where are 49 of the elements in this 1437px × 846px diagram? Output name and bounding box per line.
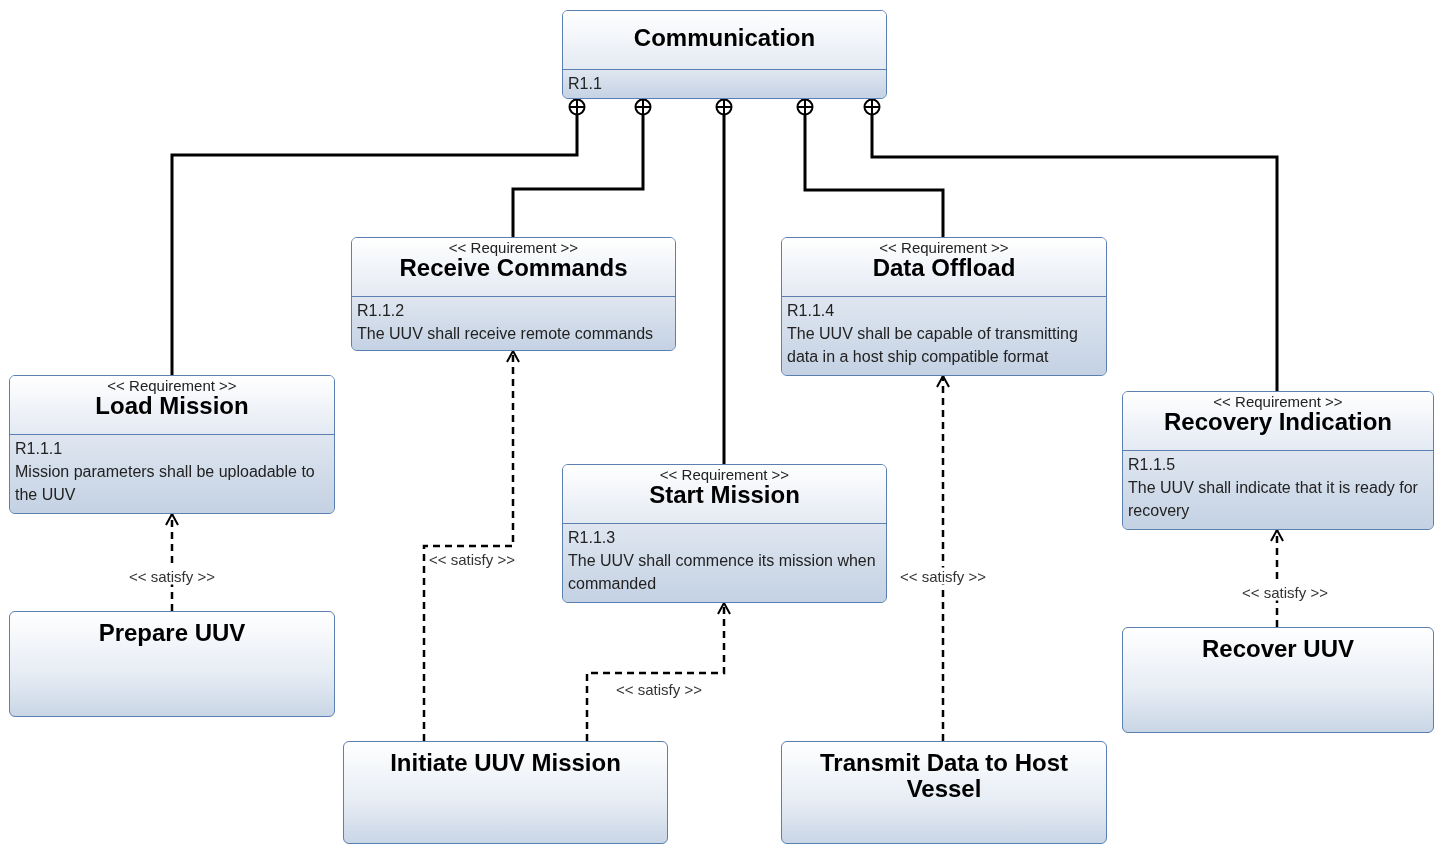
stereotype-label: << Requirement >> — [107, 378, 237, 393]
requirement-name: Receive Commands — [399, 255, 628, 281]
requirement-box — [562, 464, 887, 603]
requirement-name: Communication — [633, 25, 816, 51]
edge-label: << satisfy >> — [127, 567, 217, 585]
requirement-id: R1.1.4 — [787, 301, 836, 321]
activity-name: Transmit Data to Host Vessel — [818, 750, 1069, 802]
stereotype-label: << Requirement >> — [448, 240, 579, 255]
requirement-text: The UUV shall be capable of transmitting data in a host ship compatible format — [787, 324, 1079, 367]
requirement-box — [1122, 391, 1434, 530]
containment-line — [796, 98, 945, 237]
requirement-id: R1.1.5 — [1128, 455, 1177, 475]
dashed-arrow — [165, 513, 179, 611]
activity-box — [9, 611, 335, 717]
requirement-box — [9, 375, 335, 514]
requirement-id: R1.1.1 — [15, 439, 64, 459]
activity-name: Recover UUV — [1201, 636, 1355, 662]
requirement-id: R1.1.2 — [357, 301, 406, 321]
requirement-name: Data Offload — [872, 255, 1016, 281]
requirement-name: Recovery Indication — [1163, 409, 1393, 435]
edge-label: << satisfy >> — [898, 567, 988, 585]
requirement-text: The UUV shall receive remote commands — [357, 324, 655, 344]
requirement-name: Load Mission — [95, 393, 249, 419]
activity-name: Initiate UUV Mission — [390, 750, 621, 776]
containment-line — [863, 98, 1279, 391]
requirement-text: The UUV shall indicate that it is ready for recovery — [1128, 478, 1419, 521]
requirement-text: Mission parameters shall be uploadable to the UUV — [15, 462, 316, 505]
dashed-arrow — [422, 350, 520, 741]
activity-name: Prepare UUV — [98, 620, 246, 646]
activity-box — [1122, 627, 1434, 733]
requirement-box — [562, 10, 887, 99]
requirement-name: Start Mission — [649, 482, 800, 508]
stereotype-label: << Requirement >> — [879, 240, 1009, 255]
containment-line — [170, 98, 586, 375]
containment-line — [715, 98, 733, 464]
dashed-arrow — [1270, 529, 1284, 627]
dashed-arrow — [585, 602, 731, 741]
edge-label: << satisfy >> — [1240, 583, 1330, 601]
activity-box — [343, 741, 668, 844]
activity-box — [781, 741, 1107, 844]
requirement-box — [351, 237, 676, 351]
requirement-id: R1.1.3 — [568, 528, 617, 548]
dashed-arrow — [936, 375, 950, 741]
requirement-box — [781, 237, 1107, 376]
stereotype-label: << Requirement >> — [659, 467, 790, 482]
stereotype-label: << Requirement >> — [1213, 394, 1343, 409]
requirement-text: The UUV shall commence its mission when commanded — [568, 551, 877, 594]
containment-line — [511, 98, 652, 237]
requirement-id: R1.1 — [568, 74, 603, 94]
